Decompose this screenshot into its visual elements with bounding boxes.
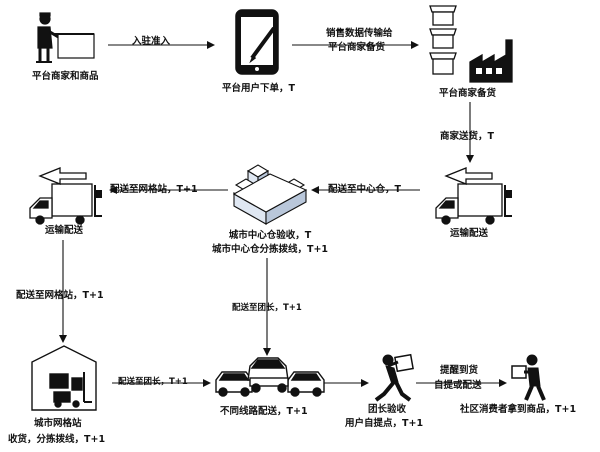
stock-label: 平台商家备货	[439, 88, 497, 99]
routes-label: 不同线路配送，T+1	[220, 406, 308, 417]
consumer-label: 社区消费者拿到商品，T+1	[460, 404, 577, 415]
courier-running-icon	[374, 353, 414, 402]
edge-label-to-leader-mid: 配送至团长，T+1	[232, 303, 302, 313]
delivery-truck-icon	[435, 167, 512, 225]
consumer-carrying-box-icon	[511, 354, 546, 401]
merchant-label: 平台商家和商品	[32, 71, 99, 82]
edge-label-sales-2: 平台商家备货	[328, 42, 386, 53]
edge-label-merchant-delivery: 商家送货，T	[440, 131, 494, 142]
edge-label-to-center: 配送至中心仓，T	[328, 184, 401, 195]
tablet-with-stylus-icon	[235, 9, 279, 75]
edge-label-to-leader-bottom: 配送至团长，T+1	[118, 377, 188, 387]
edge-label-sales-1: 销售数据传输给	[326, 28, 393, 39]
truck-left-label: 运输配送	[45, 225, 84, 236]
edge-label-notify-2: 自提或配送	[434, 380, 482, 391]
leader-label-1: 团长验收	[368, 404, 407, 415]
factory-with-goods-icon	[429, 5, 513, 83]
three-cars-icon	[215, 357, 325, 397]
user-order-label: 平台用户下单，T	[222, 83, 295, 94]
merchant-at-desk-icon	[36, 12, 95, 63]
edge-label-to-grid-left: 配送至网格站，T+1	[16, 290, 104, 301]
center-label-1: 城市中心仓验收，T	[228, 230, 312, 241]
warehouse-cubes-icon	[232, 164, 308, 225]
grid-station-label-2: 收货，分拣拨线，T+1	[8, 434, 106, 445]
arrows	[59, 41, 507, 387]
leader-label-2: 用户自提点，T+1	[345, 418, 424, 429]
truck-right-label: 运输配送	[450, 228, 489, 239]
center-label-2: 城市中心仓分拣拨线，T+1	[211, 244, 329, 255]
delivery-truck-icon-left	[29, 167, 102, 225]
edge-label-entry: 入驻准入	[132, 36, 171, 47]
warehouse-forklift-icon	[31, 345, 97, 411]
grid-station-label-1: 城市网格站	[34, 418, 82, 429]
edge-label-notify-1: 提醒到货	[440, 365, 479, 376]
edge-label-to-grid-top: 配送至网格站，T+1	[110, 184, 198, 195]
